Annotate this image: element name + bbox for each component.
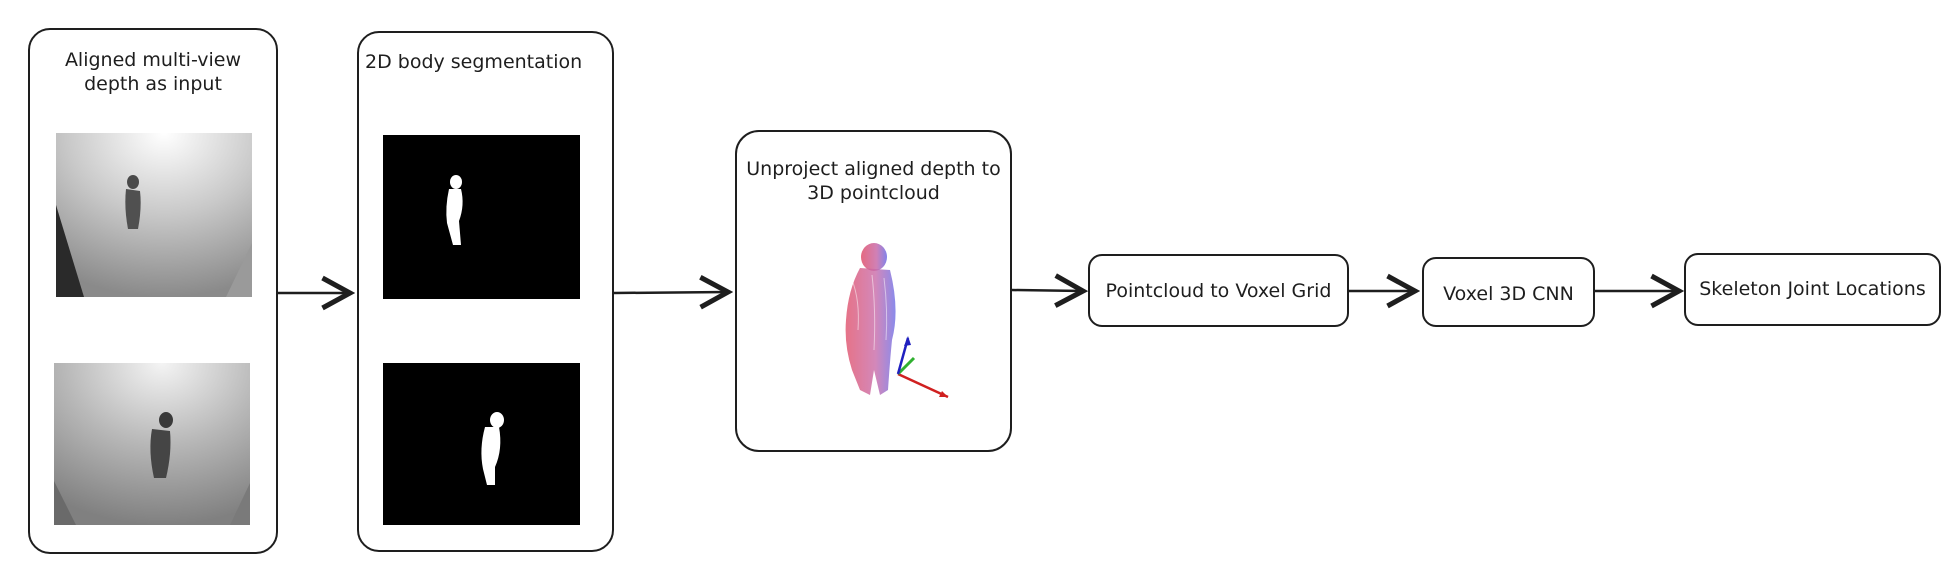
pointcloud-image (845, 243, 949, 399)
node-segmentation-label: 2D body segmentation (365, 51, 583, 73)
node-joints (1684, 253, 1941, 326)
node-voxel-grid-label: Pointcloud to Voxel Grid (1105, 280, 1332, 302)
node-joints-label: Skeleton Joint Locations (1699, 278, 1926, 300)
axis-green-icon (896, 356, 916, 376)
depth-image-bottom (54, 363, 250, 525)
node-cnn-label: Voxel 3D CNN (1443, 283, 1574, 305)
edge-unproject-to-voxel-grid (1011, 290, 1083, 291)
depth-image-top (56, 133, 252, 297)
edge-segmentation-to-unproject (613, 292, 728, 293)
node-voxel-grid (1088, 254, 1349, 327)
node-input-label: Aligned multi-view depth as input (64, 49, 242, 95)
segmentation-mask-bottom (383, 363, 580, 525)
node-cnn (1422, 257, 1595, 327)
node-unproject-label: Unproject aligned depth to 3D pointcloud (746, 158, 1001, 204)
segmentation-mask-top (383, 135, 580, 299)
axis-red-icon (897, 372, 949, 399)
